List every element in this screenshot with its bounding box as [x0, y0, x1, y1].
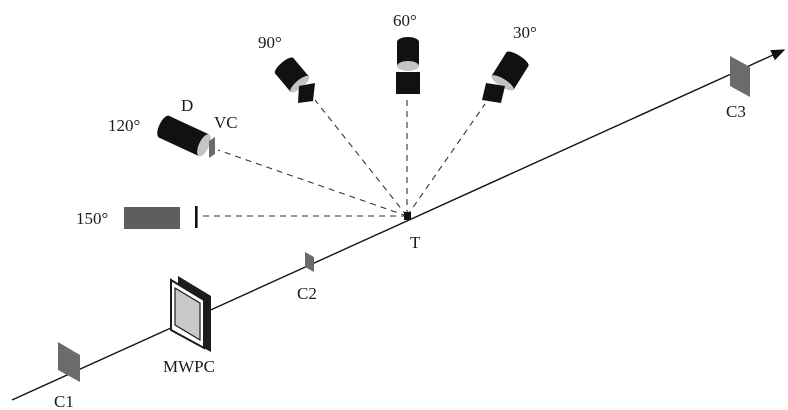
label-mwpc: MWPC [163, 357, 215, 376]
angle-label-90: 90° [258, 33, 282, 52]
counter-c3 [730, 56, 750, 97]
label-target: T [410, 233, 421, 252]
detector-150-bar [124, 207, 180, 229]
sight-line-30 [406, 103, 486, 217]
angle-label-60: 60° [393, 11, 417, 30]
veto-counter-120 [209, 137, 215, 158]
detector-120 [157, 115, 215, 158]
beam-axis [11, 49, 786, 401]
label-detector: D [181, 96, 193, 115]
angle-label-120: 120° [108, 116, 140, 135]
label-c3: C3 [726, 102, 746, 121]
detector-90 [274, 57, 315, 103]
sight-line-90 [314, 99, 408, 217]
mwpc-chamber [170, 276, 211, 352]
angle-label-30: 30° [513, 23, 537, 42]
label-c1: C1 [54, 392, 74, 410]
sight-line-120 [217, 149, 408, 217]
label-veto-counter: VC [214, 113, 238, 132]
angle-label-150: 150° [76, 209, 108, 228]
target [404, 212, 411, 220]
counter-c2 [305, 252, 314, 272]
label-c2: C2 [297, 284, 317, 303]
veto-counter-150 [195, 206, 198, 228]
detector-60 [396, 37, 420, 94]
sight-lines [200, 98, 486, 217]
counter-c1 [58, 342, 80, 382]
detector-30 [482, 51, 529, 103]
